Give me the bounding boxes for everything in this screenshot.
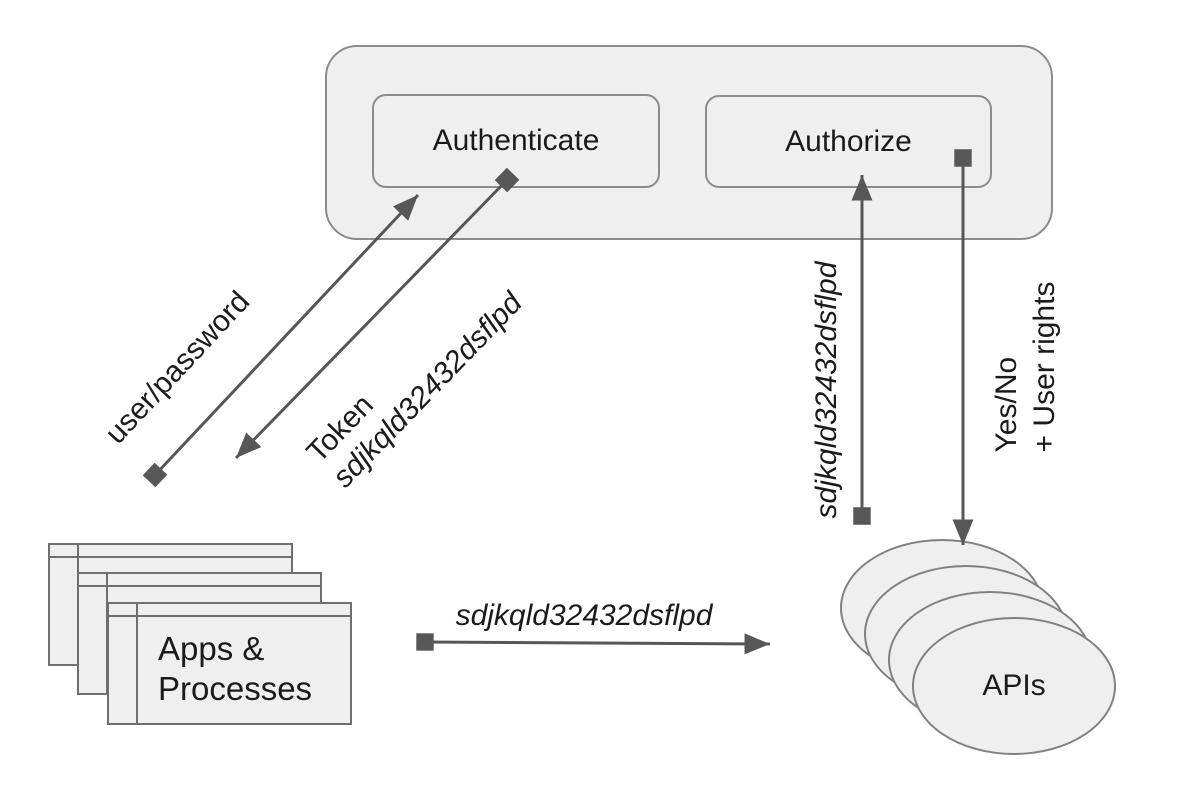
authorize-response-arrow-label: Yes/No + User rights [988, 282, 1064, 453]
window-titlebar-divider [109, 615, 350, 617]
window-titlebar-divider [79, 585, 320, 587]
window-side-divider [136, 604, 138, 723]
api-ellipse-front: APIs [912, 617, 1116, 755]
apps-to-apis-arrow [416, 633, 771, 655]
apps-to-apis-arrow-label: sdjkqld32432dsflpd [455, 599, 713, 632]
authenticate-label: Authenticate [432, 124, 600, 157]
apps-label-line1: Apps & [158, 630, 265, 667]
apps-processes-label: Apps & Processes [158, 629, 312, 709]
apis-to-authorize-arrow-label: sdjkqld32432dsflpd [810, 261, 843, 519]
apps-window-front [107, 602, 352, 725]
authorize-box: Authorize [705, 95, 992, 188]
authorize-label: Authorize [785, 124, 912, 158]
apps-label-line2: Processes [158, 670, 313, 707]
window-titlebar-divider [50, 556, 291, 558]
yes-no-label-line2: + User rights [1028, 281, 1061, 453]
token-return-arrow [234, 167, 520, 460]
yes-no-label-line1: Yes/No [990, 356, 1023, 453]
apis-label: APIs [982, 669, 1046, 702]
